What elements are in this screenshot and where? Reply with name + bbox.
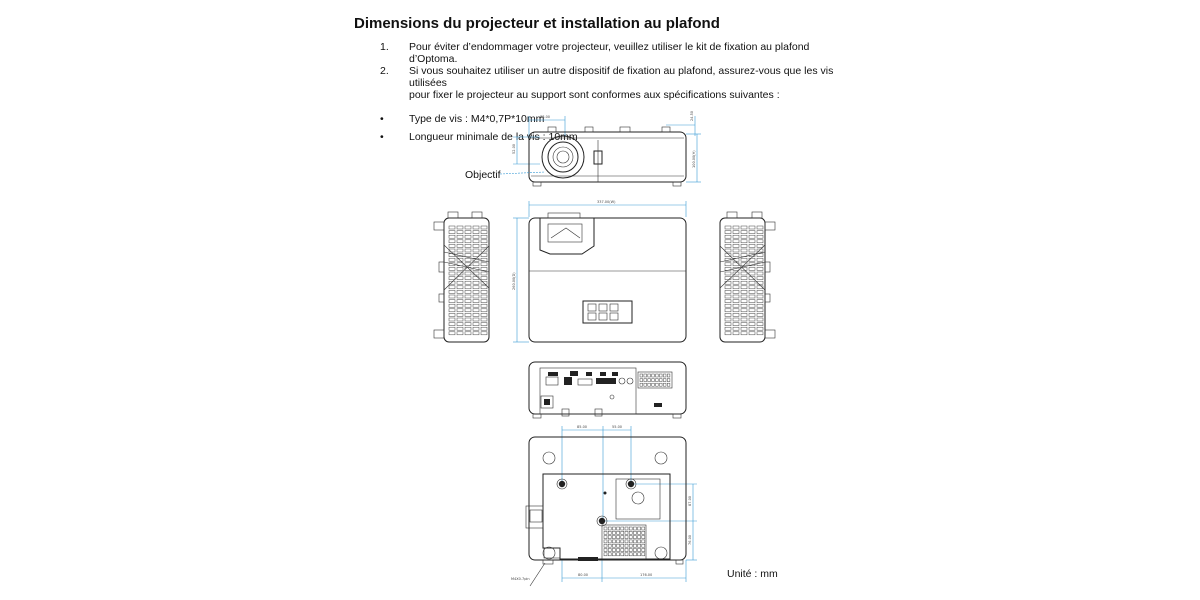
unit-label: Unité : mm [727,568,778,580]
top-view: 337.00(W) 260.00(D) [512,200,687,343]
dim-label: 76.00 [688,535,692,545]
dim-label: 85.00 [577,425,587,429]
screw-callout: M4X0.7pin [511,577,530,581]
dim-label: 260.00(D) [512,272,516,290]
vent-grille [724,225,764,336]
item-number: 1. [380,41,389,53]
vent-grille [448,225,488,336]
bullet-marker: • [380,131,384,143]
item-text: Si vous souhaitez utiliser un autre disp… [409,65,860,101]
bullet-text: Longueur minimale de la vis : 10mm [409,131,578,143]
dim-label: 176.00 [640,573,652,577]
numbered-item-2: 2. Si vous souhaitez utiliser un autre d… [380,65,860,101]
dim-label: 100.00(H) [692,150,696,168]
rear-view [528,361,687,419]
bottom-view: 85.00 55.00 87.00 76.00 80.00 176.00 [511,425,697,587]
item-text-line: Si vous souhaitez utiliser un autre disp… [409,65,834,89]
bullet-text: Type de vis : M4*0,7P*10mm [409,113,545,125]
rear-vent [639,373,671,387]
bottom-vent [603,526,646,557]
bullet-item-screw-length: • Longueur minimale de la vis : 10mm [380,131,860,143]
page-title: Dimensions du projecteur et installation… [354,15,720,32]
item-text-line: pour fixer le projecteur au support sont… [409,89,780,101]
dim-label: 24.50 [690,111,694,121]
right-side-view [719,211,776,343]
item-number: 2. [380,65,389,77]
dim-label: 80.00 [578,573,588,577]
dim-label: 52.00 [512,144,516,154]
dim-label: 337.00(W) [597,200,616,204]
bullet-item-screw-type: • Type de vis : M4*0,7P*10mm [380,113,860,125]
left-side-view [433,211,490,343]
item-text: Pour éviter d’endommager votre projecteu… [409,41,810,65]
front-view: 83.00 24.50 52.00 100.00(H) [499,111,701,187]
instruction-list: 1. Pour éviter d’endommager votre projec… [380,41,860,143]
numbered-item-1: 1. Pour éviter d’endommager votre projec… [380,41,860,65]
bullet-marker: • [380,113,384,125]
dim-label: 55.00 [612,425,622,429]
lens-label: Objectif [465,169,501,181]
dim-label: 87.00 [688,496,692,506]
dim-label: 83.00 [540,115,550,119]
